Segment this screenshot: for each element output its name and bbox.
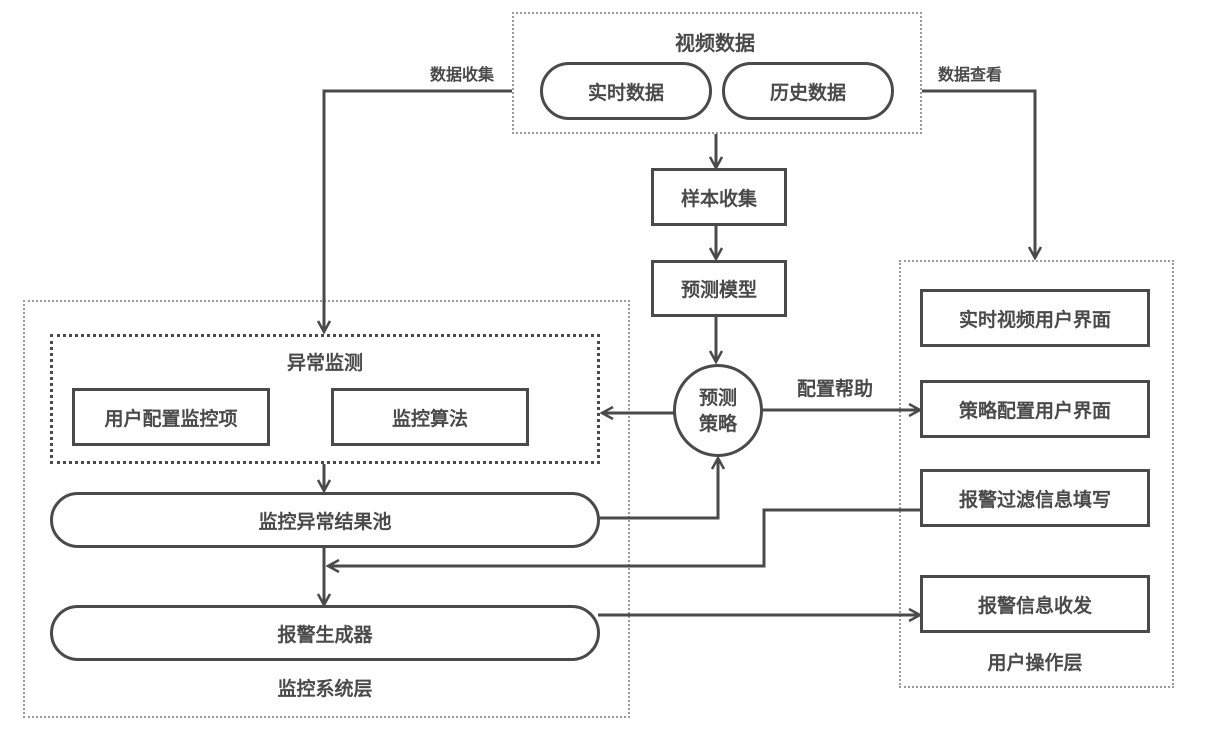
anomaly-detection-container [50,334,600,464]
alert-message-node[interactable]: 报警信息收发 [920,575,1150,633]
predict-strategy-line1: 预测 [698,386,737,409]
edge-data-collect [324,89,512,332]
user-layer-title: 用户操作层 [987,651,1083,674]
user-layer-container [899,260,1174,688]
predict-model-node[interactable]: 预测模型 [651,260,787,317]
data-view-label: 数据查看 [937,65,1002,84]
strategy-config-ui-node[interactable]: 策略配置用户界面 [920,380,1150,438]
alert-generator-node[interactable]: 报警生成器 [50,605,600,661]
anomaly-detection-title: 异常监测 [286,351,363,374]
monitor-algorithm-node[interactable]: 监控算法 [331,388,529,446]
video-data-container [512,12,922,134]
user-config-node[interactable]: 用户配置监控项 [72,388,270,446]
realtime-data-node[interactable]: 实时数据 [540,62,712,120]
predict-strategy-line2: 策略 [698,412,737,435]
edge-data-view [922,89,1035,258]
predict-strategy-node[interactable]: 预测 策略 [673,364,763,457]
edge-pool-to-strategy [598,458,718,520]
data-collect-label: 数据收集 [429,65,494,84]
history-data-node[interactable]: 历史数据 [722,62,894,120]
realtime-video-ui-node[interactable]: 实时视频用户界面 [920,289,1150,347]
sample-collect-node[interactable]: 样本收集 [651,168,787,226]
video-data-title: 视频数据 [675,30,755,55]
result-pool-node[interactable]: 监控异常结果池 [50,492,600,548]
alert-filter-input-node[interactable]: 报警过滤信息填写 [920,469,1150,527]
config-help-label: 配置帮助 [796,377,873,400]
edge-filter-to-pool [328,508,920,566]
monitor-layer-title: 监控系统层 [277,677,373,700]
monitor-layer-container [23,300,630,718]
